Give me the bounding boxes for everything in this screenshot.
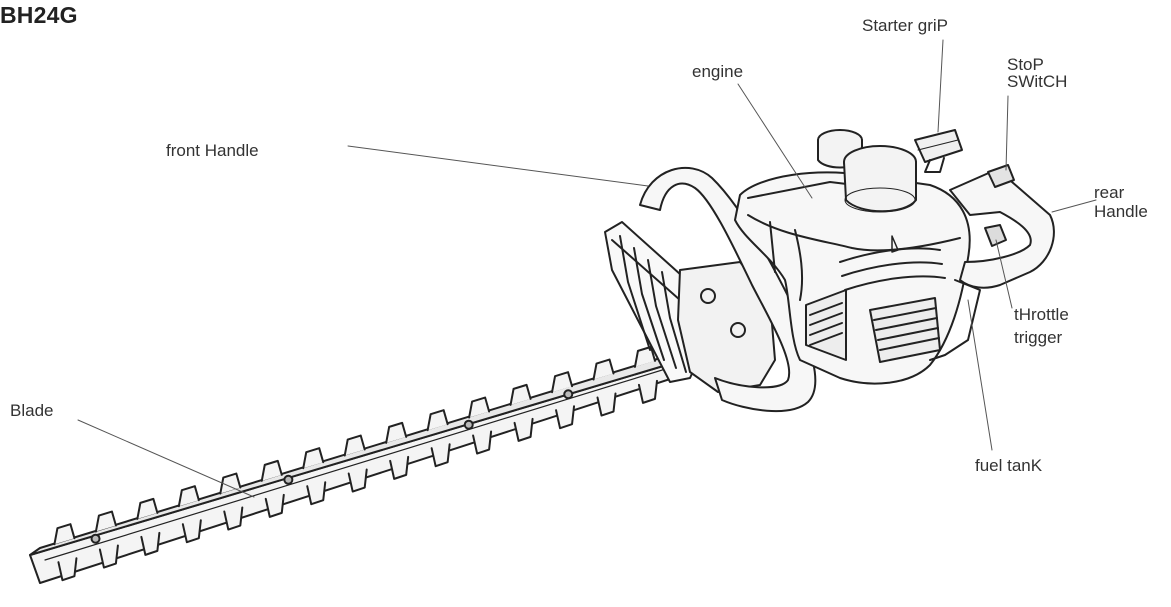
- blade-teeth-bottom: [57, 379, 658, 582]
- blade-tooth-bottom: [98, 544, 119, 569]
- label-blade: Blade: [10, 401, 54, 420]
- blade-rivets: [90, 389, 574, 544]
- blade-tooth-top: [302, 447, 325, 470]
- rear-handle: [949, 167, 1055, 289]
- label-rear-handle: rear Handle: [1094, 183, 1148, 221]
- stop-switch: [987, 164, 1015, 188]
- blade-tooth-bottom: [637, 379, 658, 404]
- blade-tooth-bottom: [140, 531, 161, 556]
- fuel-tank: [929, 279, 981, 361]
- label-stop-switch: StoP SWitCH: [1007, 55, 1068, 91]
- blade-tooth-top: [177, 485, 200, 508]
- label-front-handle: front Handle: [166, 141, 259, 160]
- blade-tooth-top: [94, 510, 117, 533]
- label-starter-grip: Starter griP: [862, 16, 948, 35]
- blade-tooth-bottom: [596, 392, 617, 417]
- blade-rivet: [90, 533, 101, 544]
- blade-tooth-bottom: [513, 417, 534, 442]
- blade-tooth-bottom: [389, 455, 410, 480]
- blade-tooth-bottom: [347, 468, 368, 493]
- blade-tooth-bottom: [264, 493, 285, 518]
- starter-grip: [914, 129, 963, 163]
- leader-rear-handle: [1051, 199, 1097, 213]
- leader-throttle-trigger: [995, 239, 1013, 309]
- leader-fuel-tank: [967, 299, 993, 451]
- leader-blade: [77, 419, 255, 498]
- blade-tooth-top: [136, 497, 159, 520]
- leader-stop-switch: [1005, 95, 1009, 171]
- blade-tooth-bottom: [472, 430, 493, 455]
- label-fuel-tank: fuel tanK: [975, 456, 1043, 475]
- blade-tooth-top: [468, 396, 491, 419]
- blade-tooth-top: [592, 358, 615, 381]
- blade-tooth-bottom: [306, 481, 327, 506]
- blade-assembly: [29, 345, 699, 584]
- blade-tooth-bottom: [57, 557, 78, 582]
- label-engine: engine: [692, 62, 744, 81]
- blade-tooth-top: [509, 383, 532, 406]
- leader-front-handle: [347, 145, 649, 187]
- blade-tooth-top: [551, 371, 574, 394]
- blade-tooth-top: [633, 345, 656, 368]
- blade-tooth-top: [343, 434, 366, 457]
- blade-rivet: [563, 389, 574, 400]
- blade-tooth-top: [53, 523, 76, 546]
- model-title: BH24G: [0, 2, 78, 28]
- blade-rivet: [283, 474, 294, 485]
- throttle-trigger: [984, 224, 1007, 247]
- leader-engine: [737, 83, 813, 199]
- blade-teeth-top: [53, 345, 656, 546]
- blade-tooth-bottom: [223, 506, 244, 531]
- cooling-vents: [805, 247, 946, 363]
- blade-tooth-top: [426, 409, 449, 432]
- blade-tooth-top: [385, 421, 408, 444]
- leader-starter-grip: [937, 39, 944, 133]
- blade-tooth-bottom: [181, 519, 202, 544]
- label-throttle-trigger: tHrottle trigger: [1014, 305, 1069, 347]
- front-handle: [639, 166, 817, 413]
- blade-rivet: [463, 419, 474, 430]
- blade-tooth-bottom: [555, 405, 576, 430]
- blade-upper-bar: [29, 351, 691, 556]
- blade-tooth-top: [260, 459, 283, 482]
- blade-tooth-bottom: [430, 443, 451, 468]
